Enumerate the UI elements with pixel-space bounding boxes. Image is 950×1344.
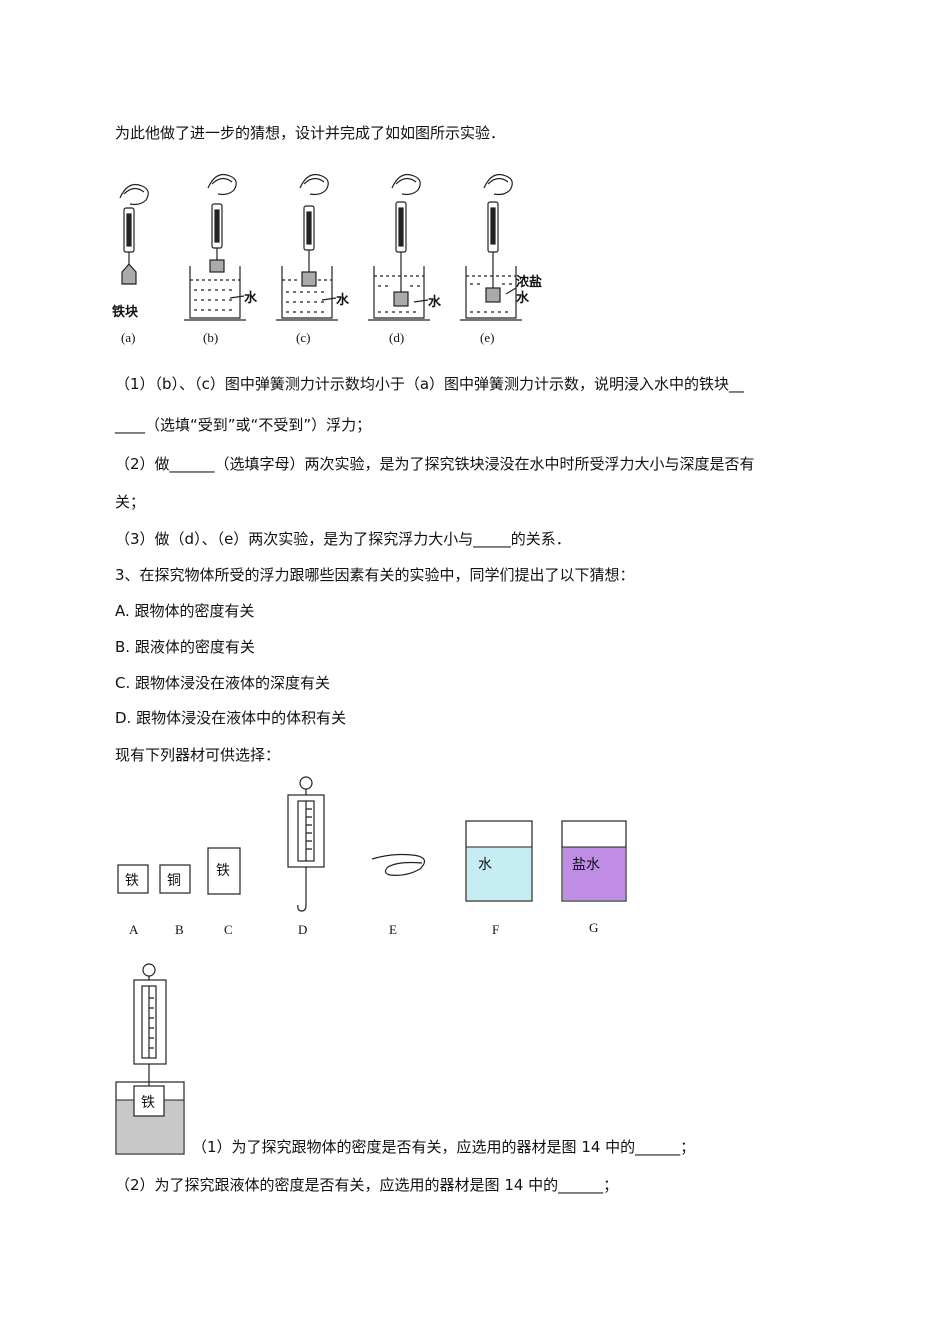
label-f: F [492, 922, 500, 937]
sub-question-1: （1）为了探究跟物体的密度是否有关，应选用的器材是图 14 中的______； [192, 1138, 696, 1156]
apparatus-figure: 铁 [115, 963, 185, 1155]
caption-b: (b) [203, 330, 219, 345]
iron-block-c [207, 847, 241, 895]
label-g: G [589, 920, 599, 935]
iron-block-a [117, 864, 149, 894]
caption-e: (e) [480, 330, 495, 345]
brine-text-g: 盐水 [572, 857, 600, 873]
option-a: A. 跟物体的密度有关 [115, 602, 255, 620]
q2-line2: 关； [115, 493, 146, 511]
label-c: C [224, 922, 233, 937]
iron-block-label: 铁块 [111, 304, 139, 320]
q2-line1: （2）做______（选填字母）两次实验，是为了探究铁块浸没在水中时所受浮力大小… [115, 455, 755, 473]
sub-question-2: （2）为了探究跟液体的密度是否有关，应选用的器材是图 14 中的______； [115, 1176, 619, 1194]
option-c: C. 跟物体浸没在液体的深度有关 [115, 674, 331, 692]
iron-text-a: 铁 [125, 873, 139, 889]
label-b: B [175, 922, 184, 937]
water-label-b: 水 [244, 290, 258, 306]
q1-line1: （1）（b）、（c）图中弹簧测力计示数均小于（a）图中弹簧测力计示数，说明浸入水… [115, 375, 745, 393]
materials-figure: 铁 铜 铁 水 盐水 [117, 776, 627, 912]
iron-text-c: 铁 [216, 863, 230, 879]
q1-line2: ____（选填“受到”或“不受到”）浮力； [115, 416, 372, 434]
caption-a: (a) [121, 330, 136, 345]
option-d: D. 跟物体浸没在液体中的体积有关 [115, 709, 347, 727]
label-a: A [129, 922, 139, 937]
materials-intro: 现有下列器材可供选择： [115, 746, 281, 764]
intro-text: 为此他做了进一步的猜想，设计并完成了如如图所示实验． [115, 124, 506, 142]
water-text-f: 水 [478, 857, 492, 873]
copper-text-b: 铜 [167, 873, 181, 889]
thread-e [371, 853, 426, 876]
brine-fill [563, 847, 625, 900]
water-label-c: 水 [336, 292, 350, 308]
setup-a [119, 183, 149, 285]
iron-text-apparatus: 铁 [141, 1095, 155, 1111]
label-d: D [298, 922, 308, 937]
option-b: B. 跟液体的密度有关 [115, 638, 255, 656]
brine-label-line2: 水 [516, 290, 530, 306]
brine-label-line1: 浓盐 [516, 274, 542, 290]
copper-block-b [159, 864, 191, 894]
caption-c: (c) [296, 330, 311, 345]
problem3-title: 3、在探究物体所受的浮力跟哪些因素有关的实验中，同学们提出了以下猜想： [115, 566, 635, 584]
experiment-figure: 铁块 水 水 水 浓盐 水 [111, 173, 542, 321]
q3-text: （3）做（d）、（e）两次实验，是为了探究浮力大小与_____的关系． [115, 530, 571, 548]
water-fill [467, 847, 531, 900]
label-e: E [389, 922, 397, 937]
spring-scale-d [287, 776, 325, 912]
caption-d: (d) [389, 330, 405, 345]
water-label-d: 水 [428, 294, 442, 310]
